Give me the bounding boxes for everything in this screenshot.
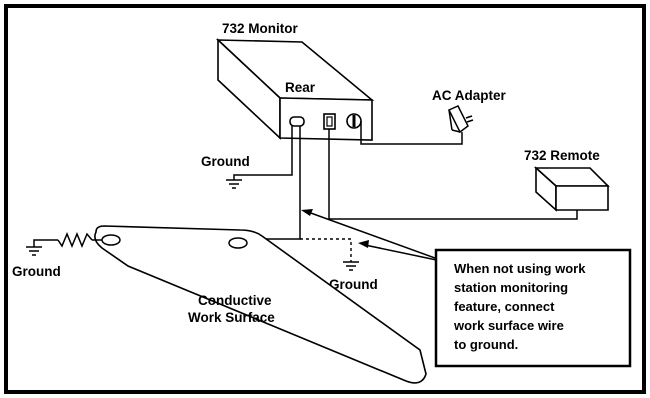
power-jack-pin xyxy=(352,115,356,127)
ground-symbol-left xyxy=(26,246,42,256)
monitor-ground-wire xyxy=(233,126,293,180)
optional-ground-wire xyxy=(300,238,352,262)
pointer-line-upper xyxy=(307,211,447,263)
note-line-5: to ground. xyxy=(454,337,518,352)
note-line-4: work surface wire xyxy=(453,318,564,333)
note-line-2: station monitoring xyxy=(454,280,568,295)
resistor-icon xyxy=(57,232,93,248)
note-line-3: feature, connect xyxy=(454,299,555,314)
note-line-1: When not using work xyxy=(454,261,586,276)
mat-snap-left xyxy=(101,234,121,246)
adapter-cable xyxy=(360,121,463,145)
remote-cable xyxy=(328,129,578,220)
ground-middle-label: Ground xyxy=(329,277,378,292)
work-surface-mat xyxy=(94,225,427,384)
rear-label: Rear xyxy=(285,80,316,95)
work-surface-wire xyxy=(238,126,301,240)
outer-frame xyxy=(4,4,646,394)
ground-top-label: Ground xyxy=(201,154,250,169)
ac-adapter-label: AC Adapter xyxy=(432,88,507,103)
remote-jack-inner xyxy=(326,116,333,127)
surface-label-line2: Work Surface xyxy=(188,310,275,325)
pointer-line-lower xyxy=(364,244,447,263)
mat-snap-right xyxy=(228,237,248,249)
note-box xyxy=(434,248,632,368)
surface-label-line1: Conductive xyxy=(198,293,272,308)
remote-label: 732 Remote xyxy=(524,148,600,163)
ground-left-label: Ground xyxy=(12,264,61,279)
pointer-arrowhead-upper xyxy=(301,209,313,216)
ground-symbol-middle xyxy=(343,261,359,271)
remote-box xyxy=(533,166,610,212)
pointer-arrowhead-lower xyxy=(358,240,369,248)
ground-symbol-top xyxy=(226,179,242,189)
ac-adapter-icon xyxy=(447,105,474,134)
monitor-label: 732 Monitor xyxy=(222,21,299,36)
left-ground-wire xyxy=(33,239,58,247)
ground-jack xyxy=(289,116,305,127)
